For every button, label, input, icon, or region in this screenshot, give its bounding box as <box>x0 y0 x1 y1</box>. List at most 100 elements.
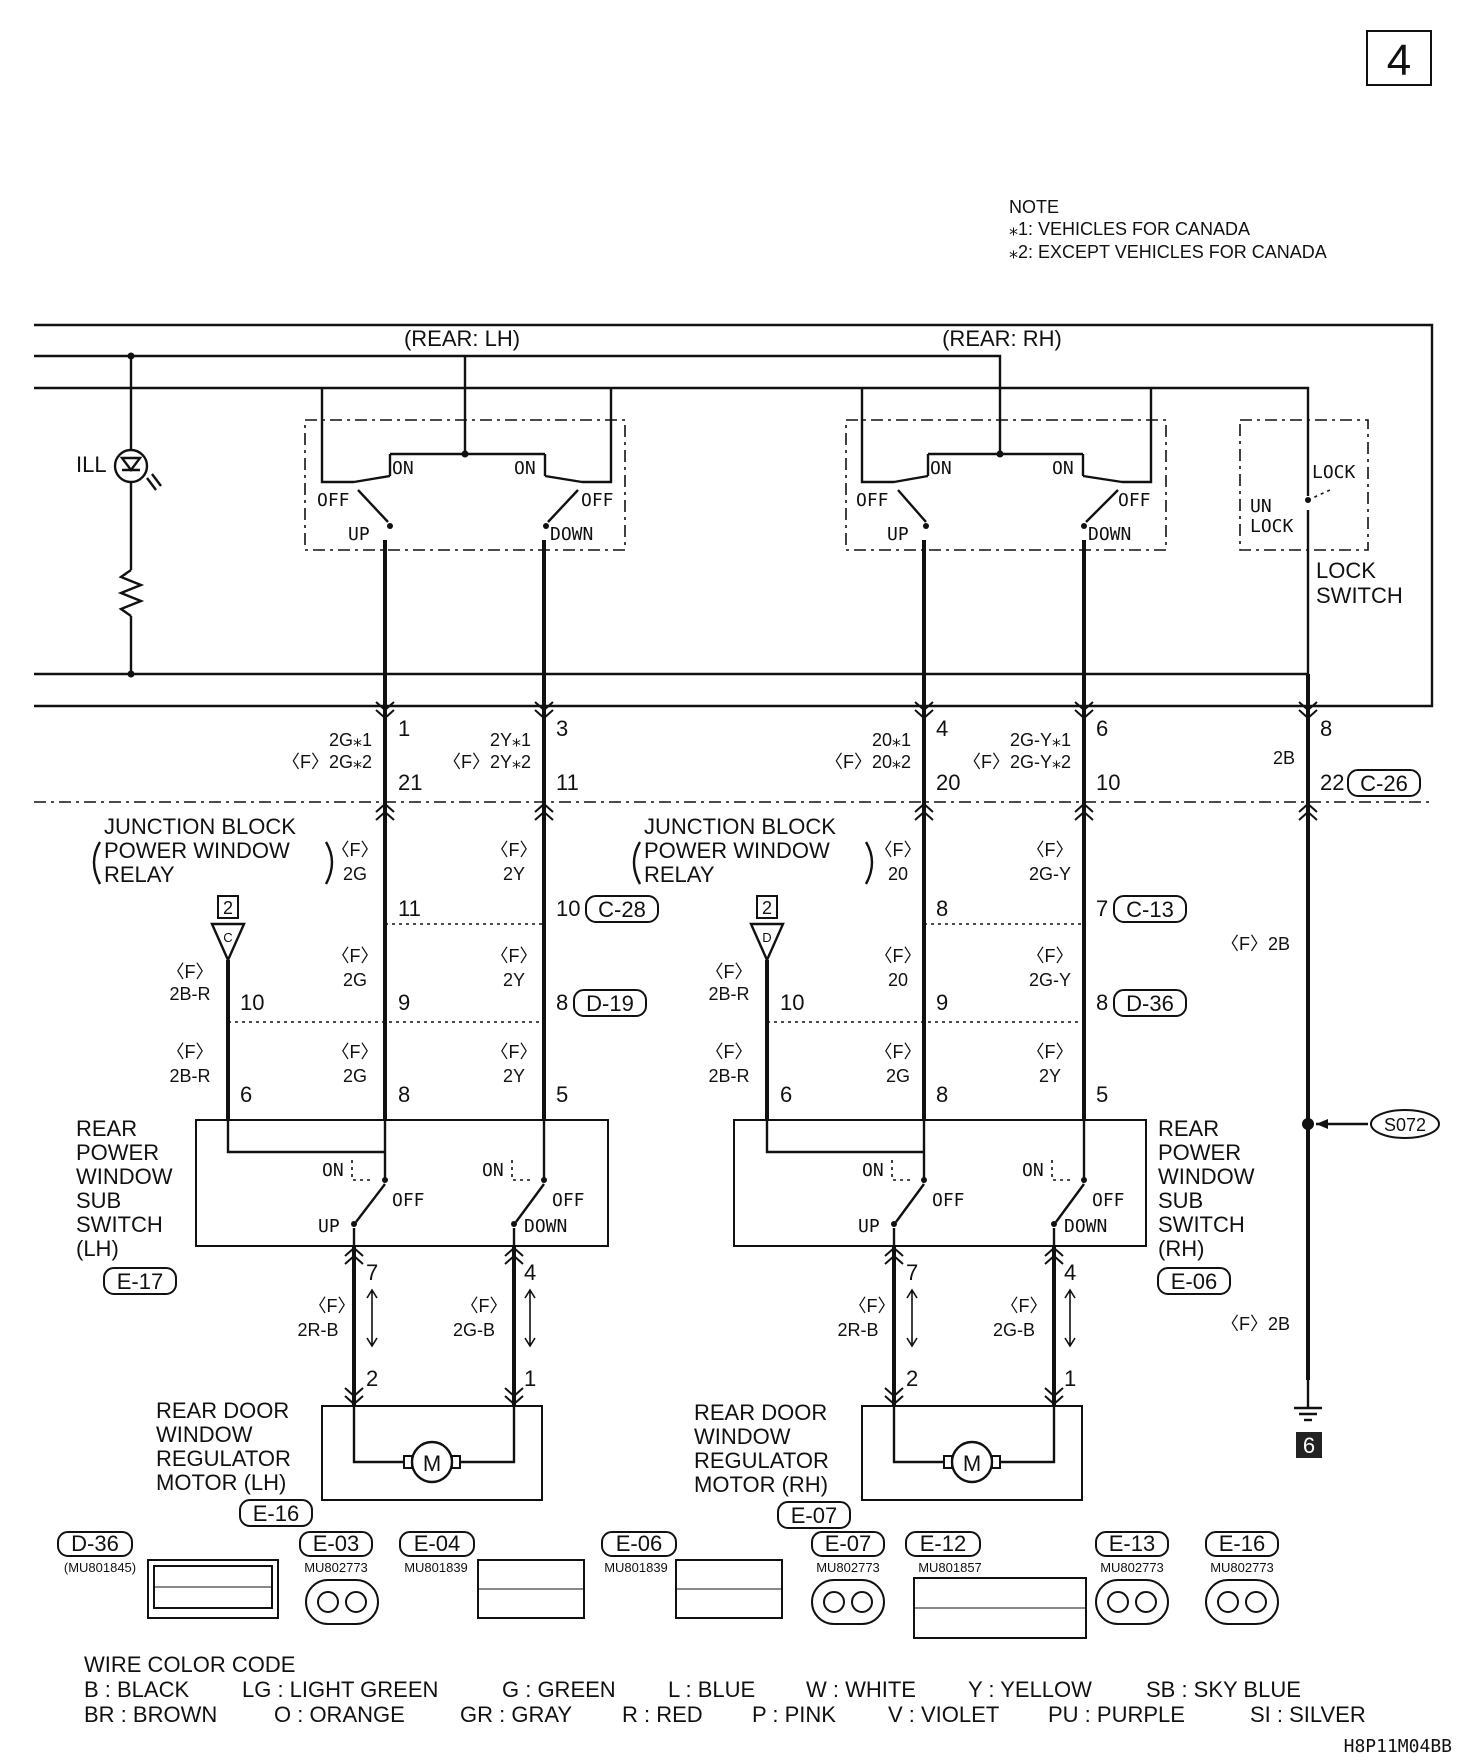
sub-lh-label-5: SWITCH <box>76 1212 163 1237</box>
f-tag-14: 〈F〉 <box>706 1042 753 1062</box>
connector-c26-badge <box>1347 769 1421 797</box>
sub-rh-off-1: OFF <box>932 1190 965 1211</box>
sub-lh-off-1: OFF <box>392 1190 425 1211</box>
lh-on-left: ON <box>392 458 414 479</box>
motor-pin-1-l: 1 <box>524 1366 536 1391</box>
sub-rh-label-6: (RH) <box>1158 1236 1204 1261</box>
jb-wire-2y-b: 2Y <box>503 970 525 990</box>
connector-d19: D-19 <box>586 991 634 1016</box>
sw-pin-5-r: 5 <box>1096 1082 1108 1107</box>
pin-10-lh: 10 <box>240 990 264 1015</box>
wcc-r2-3: R : RED <box>622 1702 703 1727</box>
connector-view-e12-part: MU801857 <box>918 1560 982 1575</box>
motor-pin-4-l: 4 <box>524 1260 536 1285</box>
sw-pin-5-l: 5 <box>556 1082 568 1107</box>
connector-view-e07-part: MU802773 <box>816 1560 880 1575</box>
s072-arrow <box>1316 1119 1328 1129</box>
sub-lh-on-1: ON <box>322 1160 344 1181</box>
wcc-r1-1: LG : LIGHT GREEN <box>242 1677 438 1702</box>
jb-wire-2gy: 2G-Y <box>1029 864 1071 884</box>
connector-view-e06-part: MU801839 <box>604 1560 668 1575</box>
wcc-r2-4: P : PINK <box>752 1702 836 1727</box>
connector-e17-badge <box>103 1267 177 1295</box>
sub-lh-off-2: OFF <box>552 1190 585 1211</box>
sw-pin-6-r: 6 <box>780 1082 792 1107</box>
pin-22: 22 <box>1320 770 1344 795</box>
connector-view-e13-part: MU802773 <box>1100 1560 1164 1575</box>
motor-pin-1-r: 1 <box>1064 1366 1076 1391</box>
pin-10-rh: 10 <box>780 990 804 1015</box>
connector-d19-badge <box>573 989 647 1017</box>
sub-rh-label-2: POWER <box>1158 1140 1241 1165</box>
connector-view-e16: E-16 MU802773 <box>1205 1531 1279 1625</box>
ground-tag-rh-num: 2 <box>762 898 772 918</box>
unlock-label-2: LOCK <box>1250 516 1294 537</box>
motor-lh-label-4: MOTOR (LH) <box>156 1470 286 1495</box>
jb-pin-7: 7 <box>1096 896 1108 921</box>
wire-20-1: 20⁎1 <box>872 730 911 750</box>
sw-pin-8-l: 8 <box>398 1082 410 1107</box>
junction-rh-3: RELAY <box>644 862 715 887</box>
junction-rh-2: POWER WINDOW <box>644 838 830 863</box>
wcc-r2-5: V : VIOLET <box>888 1702 999 1727</box>
sub-rh-label-3: WINDOW <box>1158 1164 1255 1189</box>
lh-down: DOWN <box>550 524 593 545</box>
pin-8-lh: 8 <box>556 990 568 1015</box>
illumination-lamp <box>113 352 162 678</box>
connector-c13: C-13 <box>1126 897 1174 922</box>
rh-up: UP <box>887 524 909 545</box>
sub-switch-rh <box>733 1119 1147 1247</box>
sub-lh-label-3: WINDOW <box>76 1164 173 1189</box>
sub-rh-up: UP <box>858 1216 880 1237</box>
rh-on-right: ON <box>1052 458 1074 479</box>
wire-2y-2: 〈F〉2Y⁎2 <box>443 752 531 772</box>
f-tag-18: 〈F〉 <box>461 1296 508 1316</box>
jb-wire-20-b: 20 <box>888 970 908 990</box>
sub-lh-label-4: SUB <box>76 1188 121 1213</box>
motor-lh-m: M <box>423 1451 441 1476</box>
f-tag-4: 〈F〉 <box>1027 840 1074 860</box>
f-tag-10: 〈F〉 <box>1027 946 1074 966</box>
f-tag-17: 〈F〉 <box>309 1296 356 1316</box>
lock-switch <box>1239 419 1369 674</box>
jb-pin-10: 10 <box>556 896 580 921</box>
connector-e07: E-07 <box>791 1503 837 1528</box>
wcc-r1-0: B : BLACK <box>84 1677 189 1702</box>
wire-color-code: WIRE COLOR CODE B : BLACK LG : LIGHT GRE… <box>84 1652 1366 1727</box>
jb-wire-2br-1: 2B-R <box>169 984 210 1004</box>
motor-pin-7-l: 7 <box>366 1260 378 1285</box>
motor-wires <box>352 1246 1056 1406</box>
connector-view-e12: E-12 MU801857 <box>905 1531 1087 1639</box>
wire-2g-1: 2G⁎1 <box>329 730 372 750</box>
wcc-r1-3: L : BLUE <box>668 1677 755 1702</box>
f-tag-15: 〈F〉 <box>875 1042 922 1062</box>
sub-lh-on-2: ON <box>482 1160 504 1181</box>
wire-2b: 2B <box>1273 748 1295 768</box>
connector-c13-badge <box>1113 895 1187 923</box>
pin-8: 8 <box>1320 716 1332 741</box>
motor-wire-2gb-r: 2G-B <box>993 1320 1035 1340</box>
motor-pin-2-l: 2 <box>366 1366 378 1391</box>
note-line1: ⁎1: VEHICLES FOR CANADA <box>1009 219 1250 239</box>
connector-e06: E-06 <box>1171 1269 1217 1294</box>
wire-color-code-title: WIRE COLOR CODE <box>84 1652 295 1677</box>
lock-switch-label-1: LOCK <box>1316 558 1376 583</box>
wire-2gy-1: 2G-Y⁎1 <box>1010 730 1071 750</box>
motor-rh-label-4: MOTOR (RH) <box>694 1472 828 1497</box>
sub-lh-label-1: REAR <box>76 1116 137 1141</box>
figure-code: H8P11M04BB <box>1344 1736 1452 1757</box>
sw-pin-6-l: 6 <box>240 1082 252 1107</box>
motor-lh-label-1: REAR DOOR <box>156 1398 289 1423</box>
motor-pin-7-r: 7 <box>906 1260 918 1285</box>
rear-rh-label: (REAR: RH) <box>942 326 1062 351</box>
sub-rh-on-1: ON <box>862 1160 884 1181</box>
ground-tag-rh-letter: D <box>762 930 771 945</box>
sw-wire-2g-l: 2G <box>343 1066 367 1086</box>
jb-pin-11: 11 <box>398 896 421 921</box>
jb-wire-2gy-b: 2G-Y <box>1029 970 1071 990</box>
motor-lh-label-3: REGULATOR <box>156 1446 291 1471</box>
motor-rh-m: M <box>963 1451 981 1476</box>
f-tag-5: 〈F〉 <box>167 962 214 982</box>
connector-view-e03-code: E-03 <box>313 1531 359 1556</box>
f-tag-12: 〈F〉 <box>332 1042 379 1062</box>
